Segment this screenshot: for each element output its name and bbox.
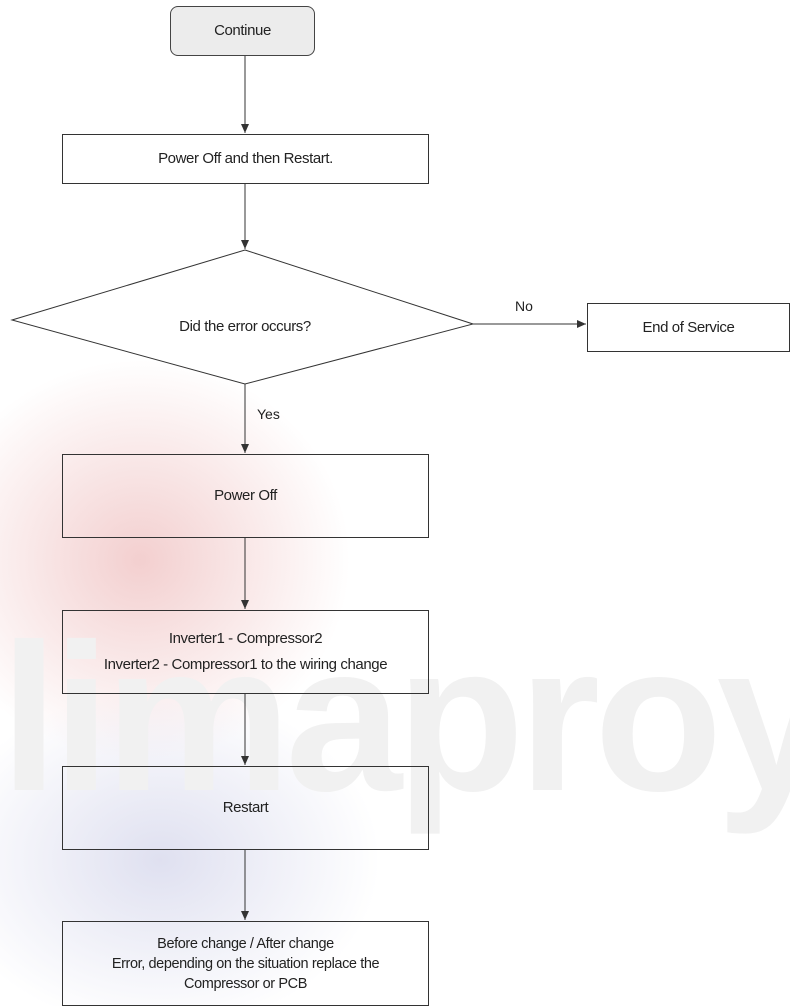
start-node: Continue xyxy=(170,6,315,56)
decision-label: Did the error occurs? xyxy=(179,317,311,335)
final-line-3: Compressor or PCB xyxy=(184,975,307,992)
power-off-restart-step: Power Off and then Restart. xyxy=(62,134,429,184)
final-line-2: Error, depending on the situation replac… xyxy=(111,955,380,972)
restart-step: Restart xyxy=(62,766,429,850)
branch-yes-label: Yes xyxy=(257,406,280,422)
power-off-restart-label: Power Off and then Restart. xyxy=(158,150,333,167)
wiring-swap-step: Inverter1 - Compressor2 Inverter2 - Comp… xyxy=(62,610,429,694)
end-of-service-node: End of Service xyxy=(587,303,790,352)
restart-label: Restart xyxy=(222,799,269,816)
wiring-swap-line-1: Inverter1 - Compressor2 xyxy=(168,630,323,647)
branch-no-label: No xyxy=(515,298,533,314)
end-of-service-label: End of Service xyxy=(642,318,735,336)
wiring-swap-line-2: Inverter2 - Compressor1 to the wiring ch… xyxy=(103,656,388,673)
power-off-label: Power Off xyxy=(214,487,277,504)
final-line-1: Before change / After change xyxy=(157,935,334,952)
final-check-step: Before change / After change Error, depe… xyxy=(62,921,429,1006)
power-off-step: Power Off xyxy=(62,454,429,538)
start-label: Continue xyxy=(214,22,271,39)
